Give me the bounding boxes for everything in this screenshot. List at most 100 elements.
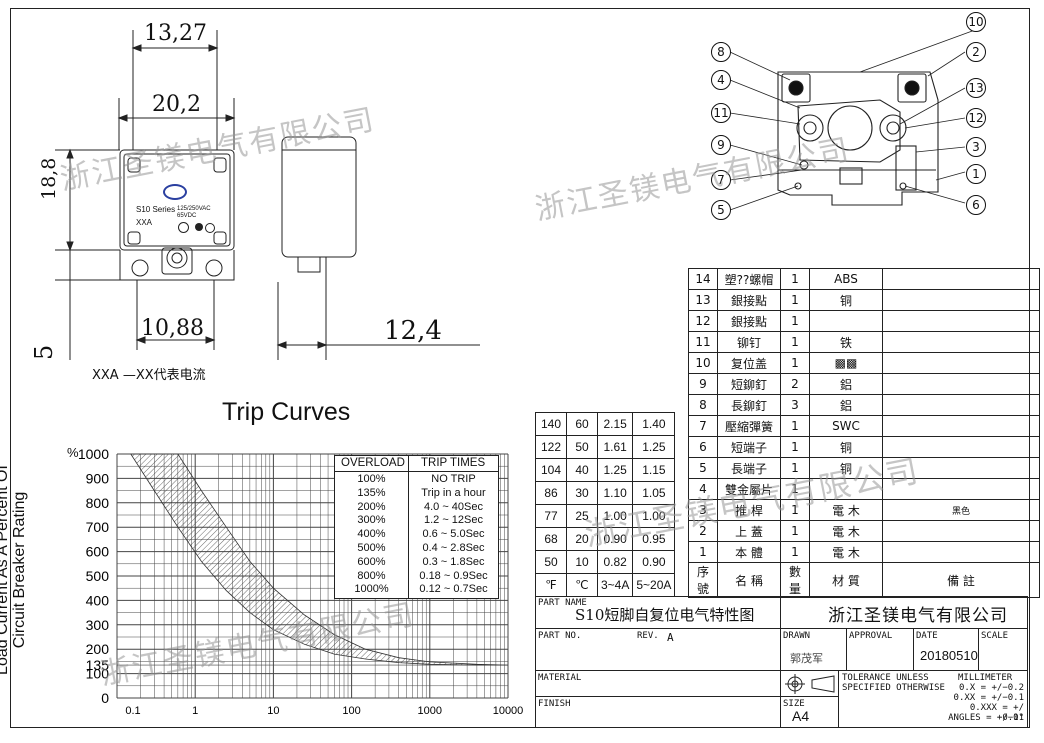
trip-time-value: 0.6 ~ 5.0Sec [422, 528, 485, 541]
y-tick-label: 400 [86, 592, 110, 608]
size-label: SIZE [783, 699, 805, 709]
certification-mark-icon [195, 223, 203, 231]
x-tick-label: 1 [192, 705, 198, 717]
part-name: S10短脚自复位电气特性图 [575, 606, 755, 624]
rev-value: A [667, 631, 674, 644]
trip-time-value: 1.2 ~ 12Sec [423, 514, 484, 527]
derating-cell: 1.61 [596, 435, 634, 459]
trip-times-header: TRIP TIMES [421, 457, 486, 469]
derating-cell: 77 [535, 504, 567, 528]
tolerance-label: TOLERANCE UNLESS SPECIFIED OTHERWISE [842, 673, 945, 693]
trip-time-value: NO TRIP [431, 473, 476, 485]
y-tick-label: 900 [86, 470, 110, 486]
bom-cell: SWC [809, 415, 883, 437]
derating-cell: 1.25 [596, 458, 634, 482]
unit-label: MILLIMETER [958, 673, 1013, 683]
device-ratings: 125/250VAC [177, 206, 211, 212]
callout-11: 11 [711, 103, 731, 123]
derating-cell: 0.90 [632, 550, 676, 574]
callout-10: 10 [966, 12, 986, 32]
y-tick-label: 700 [86, 519, 110, 535]
date-value: 20180510 [920, 648, 978, 663]
overload-value: 100% [357, 473, 386, 485]
device-code: XXA [136, 218, 153, 227]
company-name: 浙江圣镁电气有限公司 [828, 606, 1008, 626]
bom-cell: 名 稱 [717, 562, 781, 598]
bom-header: 序號名 稱數量材 質備 註 [688, 562, 1040, 598]
certification-icon [178, 222, 189, 233]
drawn-by: 郭茂军 [790, 652, 823, 665]
y-tick-label: 1000 [78, 446, 109, 462]
y-tick-label: 0 [101, 690, 109, 706]
overload-value: 400% [357, 528, 386, 541]
part-no-label: PART NO. [538, 631, 582, 641]
dim-side-length: 12,4 [384, 316, 442, 346]
derating-cell: 25 [566, 504, 598, 528]
trip-time-value: 0.12 ~ 0.7Sec [419, 583, 488, 596]
callout-1: 1 [966, 164, 986, 184]
bom-cell: 12 [688, 310, 718, 332]
bom-cell: 14 [688, 268, 718, 290]
callout-13: 13 [966, 78, 986, 98]
ce-mark-icon [205, 223, 215, 233]
bom-cell: 11 [688, 331, 718, 353]
y-tick-label: 200 [86, 641, 110, 657]
trip-band [130, 453, 509, 666]
bom-cell: 壓縮彈簧 [717, 415, 781, 437]
derating-cell: 50 [566, 435, 598, 459]
derating-cell: 2.15 [596, 412, 634, 436]
bom-cell: 推 桿 [717, 499, 781, 521]
brand-logo-icon [163, 184, 187, 200]
overload-value: 800% [357, 569, 386, 582]
derating-cell: 1.00 [632, 504, 676, 528]
trip-time-value: Trip in a hour [421, 486, 486, 499]
derating-cell: 86 [535, 481, 567, 505]
y-tick-label: 600 [86, 544, 110, 560]
derating-cell: 1.05 [632, 481, 676, 505]
device-ratings-dc: 65VDC [177, 213, 197, 219]
derating-cell: 1.15 [632, 458, 676, 482]
trip-time-value: 0.18 ~ 0.9Sec [419, 569, 488, 582]
drawn-label: DRAWN [783, 631, 811, 641]
dim-bottom-width: 10,88 [141, 316, 204, 341]
date-label: DATE [916, 631, 938, 641]
overload-value: 1000% [354, 583, 389, 596]
rev-label: REV. [637, 631, 659, 641]
callout-5: 5 [711, 200, 731, 220]
bom-cell: 材 質 [809, 562, 883, 598]
callout-6: 6 [966, 195, 986, 215]
callout-9: 9 [711, 135, 731, 155]
part-name-label: PART NAME [538, 598, 587, 608]
finish-label: FINISH [538, 699, 571, 709]
derating-cell: 30 [566, 481, 598, 505]
callout-8: 8 [711, 42, 731, 62]
derating-cell: 50 [535, 550, 567, 574]
bom-cell: 雙金屬片 [717, 478, 781, 500]
tol-4: ANGLES = +/−1° [948, 713, 1024, 723]
title-block [535, 596, 1028, 728]
callout-3: 3 [966, 137, 986, 157]
x-tick-label: 0.1 [125, 705, 140, 717]
bom-cell: 備 註 [882, 562, 1040, 598]
tol-2: 0.XX = +/−0.1 [953, 693, 1024, 703]
y-tick-label: 100 [86, 666, 110, 682]
x-tick-label: 10 [267, 705, 279, 717]
current-note: XXA —XX代表电流 [92, 368, 206, 383]
overload-value: 135% [357, 486, 386, 499]
size-value: A4 [792, 708, 810, 724]
derating-cell: 68 [535, 527, 567, 551]
y-tick-label: 135 [86, 657, 110, 673]
overload-value: 500% [357, 542, 386, 554]
